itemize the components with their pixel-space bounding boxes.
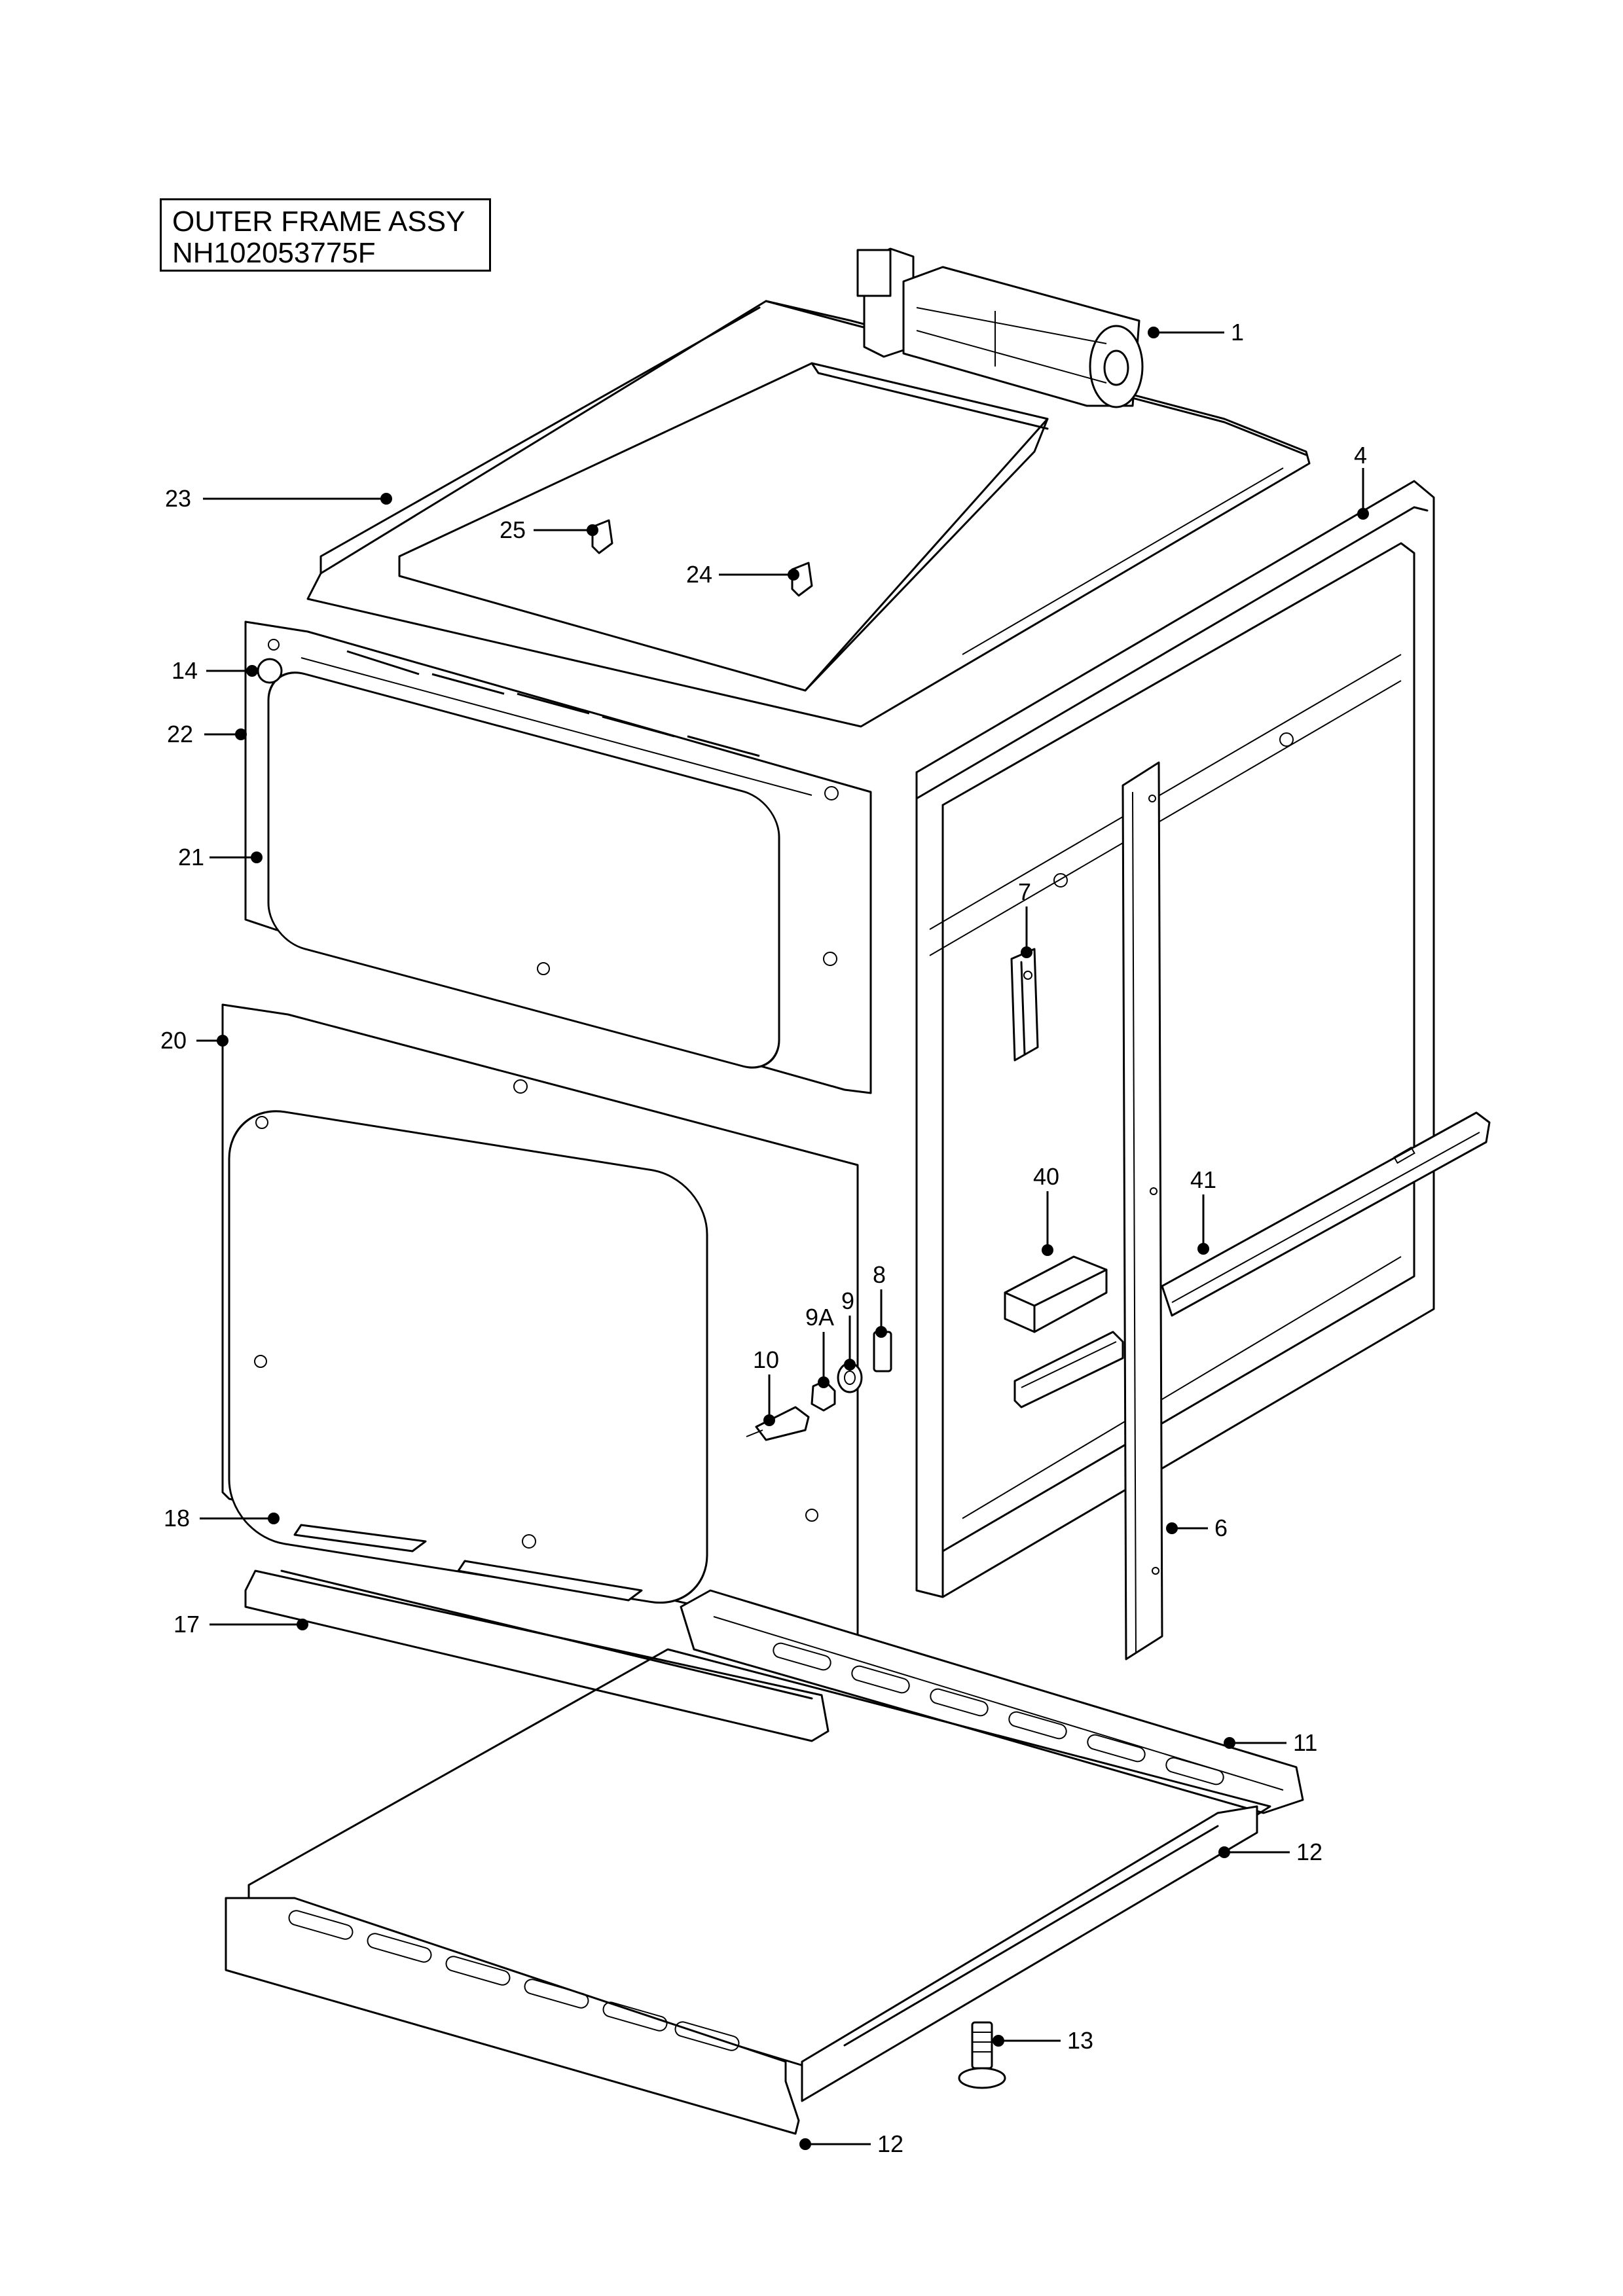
callout-leaders [196, 327, 1369, 2150]
base-frame [225, 1570, 1304, 2135]
callout-7: 7 [1018, 878, 1031, 905]
callout-24: 24 [686, 561, 712, 588]
callout-6: 6 [1214, 1515, 1228, 1541]
callout-40: 40 [1033, 1163, 1059, 1190]
callout-18: 18 [164, 1505, 190, 1532]
diagram-title: OUTER FRAME ASSY [172, 206, 465, 238]
callout-21: 21 [178, 844, 204, 870]
callout-9a: 9A [805, 1304, 834, 1331]
rail-bracket [1013, 1331, 1124, 1408]
callout-1: 1 [1231, 319, 1244, 346]
vent-slots [346, 650, 760, 757]
diagram-part-number: NH102053775F [172, 237, 376, 269]
callout-41: 41 [1190, 1166, 1216, 1193]
callout-13: 13 [1067, 2027, 1093, 2054]
callout-8: 8 [873, 1261, 886, 1288]
bracket-40 [1004, 1255, 1108, 1333]
front-rail-slots [288, 1910, 740, 2051]
diagram-title-box: OUTER FRAME ASSY NH102053775F [160, 198, 491, 272]
plug-14 [257, 658, 283, 684]
callout-12-right: 12 [1296, 1839, 1322, 1865]
callout-23: 23 [165, 485, 191, 512]
fan-motor [856, 247, 1144, 408]
part-8 [873, 1331, 892, 1372]
hinge-bracket [1010, 948, 1039, 1062]
callout-11: 11 [1293, 1729, 1317, 1756]
callout-10: 10 [753, 1346, 779, 1373]
runner-rail [1161, 1111, 1491, 1317]
upper-front-panel [244, 620, 872, 1094]
rear-rail-slots [773, 1642, 1224, 1785]
lower-front-panel [221, 1003, 859, 1638]
callout-14: 14 [172, 657, 198, 684]
callout-25: 25 [500, 516, 526, 543]
adjustable-foot [958, 2021, 1006, 2089]
callout-22: 22 [167, 721, 193, 747]
callout-17: 17 [173, 1611, 200, 1638]
screw-10 [755, 1406, 810, 1441]
vertical-strip [1122, 761, 1163, 1660]
callout-labels: 1 4 6 7 8 9 9A 10 11 12 12 13 14 17 18 2… [160, 319, 1367, 2157]
callout-12-bottom: 12 [877, 2130, 903, 2157]
callout-4: 4 [1354, 442, 1367, 469]
callout-9: 9 [841, 1287, 854, 1314]
callout-20: 20 [160, 1027, 187, 1054]
